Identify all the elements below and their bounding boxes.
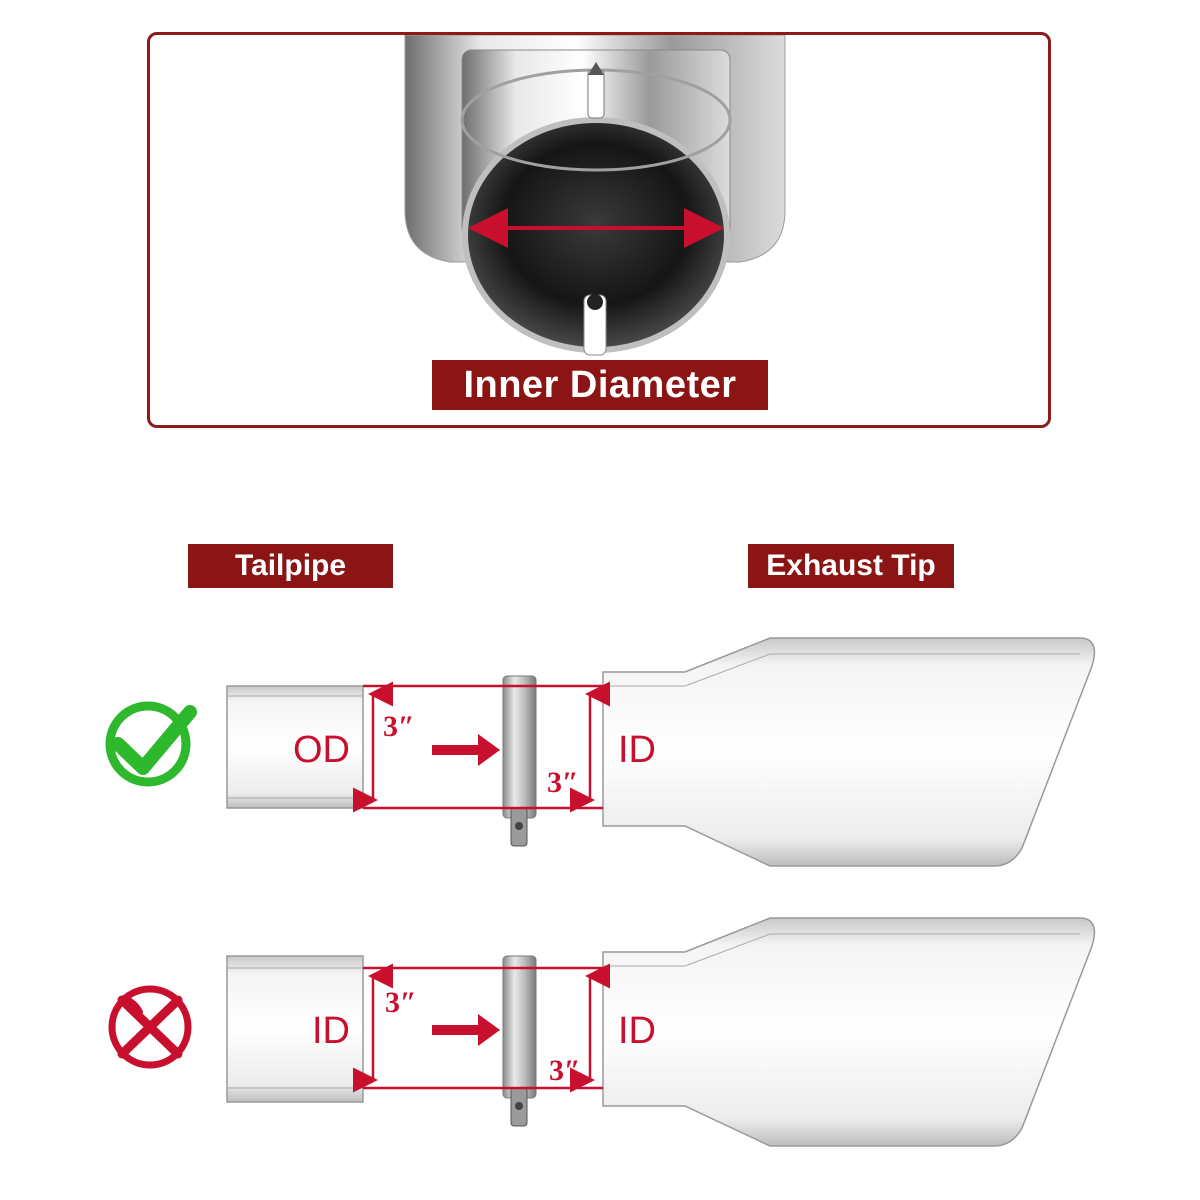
tailpipe-id-label: ID <box>312 1010 350 1052</box>
row-correct: OD ID 3″ 3″ <box>105 637 1096 867</box>
dimension-lines <box>353 681 610 813</box>
tailpipe-dimension: 3″ <box>383 710 415 743</box>
exhaust-tip-shape <box>602 637 1096 867</box>
dimension-lines <box>353 963 610 1093</box>
exhaust-tip-photo <box>404 34 786 356</box>
tailpipe-shape <box>226 955 364 1103</box>
direction-arrow <box>432 1014 500 1046</box>
clamp-shape <box>502 955 537 1127</box>
cross-icon <box>108 985 192 1069</box>
tailpipe-header: Tailpipe <box>188 544 393 588</box>
tip-dimension: 3″ <box>547 766 579 799</box>
tip-id-label: ID <box>618 1010 656 1052</box>
checkmark-icon <box>105 701 197 787</box>
row-incorrect: ID ID 3″ 3″ <box>108 917 1096 1147</box>
inner-diameter-label: Inner Diameter <box>432 360 768 410</box>
tip-dimension: 3″ <box>549 1054 581 1087</box>
tailpipe-od-label: OD <box>293 729 350 771</box>
tip-id-label: ID <box>618 729 656 771</box>
inner-diameter-frame <box>147 32 1051 428</box>
tailpipe-shape <box>226 685 364 809</box>
tailpipe-dimension: 3″ <box>385 986 417 1019</box>
exhaust-tip-shape <box>602 917 1096 1147</box>
exhaust-tip-header: Exhaust Tip <box>748 544 954 588</box>
slot-top-marker <box>588 62 604 75</box>
clamp-shape <box>502 675 537 847</box>
direction-arrow <box>432 734 500 766</box>
